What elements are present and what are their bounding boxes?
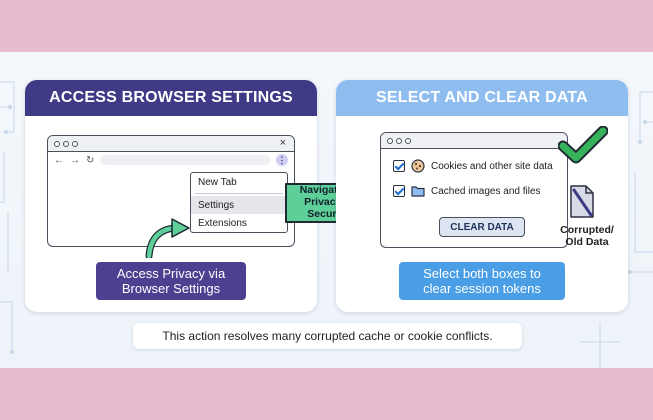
cookies-option-label: Cookies and other site data <box>431 160 553 172</box>
option-row-cache[interactable]: Cached images and files <box>393 185 541 197</box>
right-caption: Select both boxes to clear session token… <box>399 262 565 300</box>
clear-data-window: Cookies and other site data Cached image… <box>380 132 568 248</box>
kebab-menu-icon[interactable]: ⋮ <box>276 154 288 166</box>
back-arrow-icon[interactable]: ← <box>54 154 64 166</box>
menu-divider <box>195 193 283 194</box>
window-dot <box>396 137 402 144</box>
clear-data-button[interactable]: CLEAR DATA <box>439 217 525 237</box>
cache-option-label: Cached images and files <box>431 185 541 197</box>
browser-menu: New Tab Settings Extensions <box>190 172 288 233</box>
left-caption-line2: Browser Settings <box>121 281 221 296</box>
footer-note: This action resolves many corrupted cach… <box>133 323 522 349</box>
left-caption-line1: Access Privacy via <box>116 266 226 281</box>
reload-icon[interactable]: ↻ <box>86 154 95 166</box>
diagram-canvas: ACCESS BROWSER SETTINGS × ← → ↻ ⋮ New Ta… <box>0 52 653 368</box>
corrupted-label-line2: Old Data <box>565 236 609 248</box>
window-dot <box>405 137 411 144</box>
clear-data-panel: SELECT AND CLEAR DATA Cookies and other … <box>336 80 628 312</box>
browser-settings-panel: ACCESS BROWSER SETTINGS × ← → ↻ ⋮ New Ta… <box>25 80 317 312</box>
browser-title-bar: × <box>48 136 294 152</box>
menu-item-new-tab[interactable]: New Tab <box>198 176 237 188</box>
cookies-checkbox[interactable] <box>393 160 405 172</box>
window-dot <box>54 140 60 147</box>
address-bar[interactable] <box>100 155 270 165</box>
cache-checkbox[interactable] <box>393 185 405 197</box>
forward-arrow-icon[interactable]: → <box>70 154 80 166</box>
corrupted-label-line1: Corrupted/ <box>560 224 614 236</box>
left-caption: Access Privacy via Browser Settings <box>96 262 246 300</box>
right-caption-line2: clear session tokens <box>423 281 541 296</box>
window-dot <box>387 137 393 144</box>
panel-title: ACCESS BROWSER SETTINGS <box>25 80 317 116</box>
corrupted-file-icon <box>570 185 594 218</box>
window-title-bar <box>381 133 567 149</box>
corrupted-data-label: Corrupted/ Old Data <box>551 224 623 248</box>
cookie-icon <box>411 159 425 173</box>
address-row: ← → ↻ ⋮ <box>48 152 294 168</box>
panel-title: SELECT AND CLEAR DATA <box>336 80 628 116</box>
close-tab-icon[interactable]: × <box>279 137 286 149</box>
curved-arrow-icon <box>145 218 190 258</box>
menu-item-extensions[interactable]: Extensions <box>198 217 247 229</box>
right-caption-line1: Select both boxes to <box>423 266 541 281</box>
menu-item-settings[interactable]: Settings <box>191 196 287 214</box>
window-dot <box>63 140 69 147</box>
window-dot <box>72 140 78 147</box>
option-row-cookies[interactable]: Cookies and other site data <box>393 159 553 173</box>
checkmark-icon <box>558 126 608 164</box>
folder-icon <box>411 186 425 197</box>
